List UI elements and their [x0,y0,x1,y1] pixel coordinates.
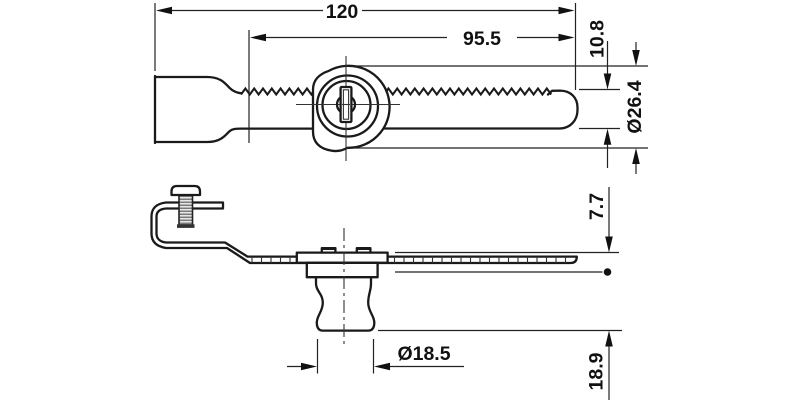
rack-end-block [153,74,316,145]
height-above-reference-label: 7.7 [586,193,608,220]
arrowhead [558,6,575,15]
overall-length-label: 120 [326,1,359,23]
housing-flange [295,251,389,264]
arrowhead [301,362,317,371]
arrowhead [603,128,612,145]
side-view-lock [150,184,578,348]
rack-teeth-right [383,86,553,97]
arrowhead [632,148,640,164]
knob-diameter-label: Ø18.5 [397,343,450,365]
cylinder-ring [315,74,380,138]
extension-lines-top [154,3,648,149]
mounting-bracket-and-strip [150,201,578,265]
rack-height-label: 10.8 [587,20,609,58]
rack-length-label: 95.5 [463,28,501,50]
top-view-dimensions: 120 95.5 10.8 Ø26.4 [154,1,648,174]
arrowhead [156,6,172,15]
dimension-origin-dot [603,268,612,276]
housing-block [305,261,379,279]
arrowhead [603,73,612,90]
knob-diameter-extension-lines [316,339,375,374]
housing-diameter-label: Ø26.4 [624,80,646,133]
arrowhead [632,50,640,66]
arrowhead [558,33,575,42]
cylinder-knob [314,276,376,332]
screw-shank [178,194,194,226]
side-view-dimensions: 7.7 18.9 Ø18.5 [287,187,622,400]
arrowhead [605,330,613,347]
arrowhead [374,362,390,371]
rack-rounded-end [381,89,579,130]
arrowhead [605,236,613,253]
height-below-reference-label: 18.9 [586,352,608,390]
screw-tip [177,224,195,228]
arrowhead [250,33,266,42]
screw-head [170,184,202,197]
top-view-lock [153,56,579,161]
rack-teeth-left [240,86,317,97]
